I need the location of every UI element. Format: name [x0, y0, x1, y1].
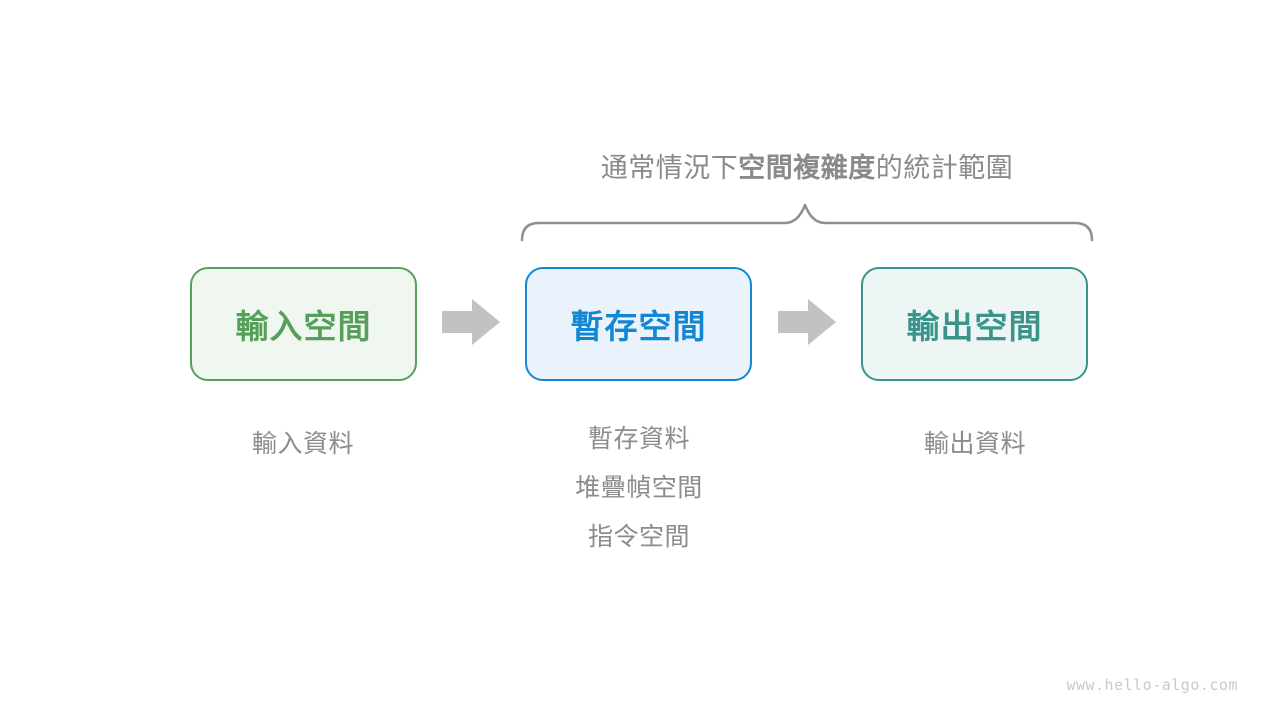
temp-space-label: 暫存空間 [570, 308, 707, 345]
site-watermark: www.hello-algo.com [1066, 676, 1238, 694]
temp-space-box: 暫存空間 [525, 267, 752, 381]
scope-brace [520, 203, 1094, 242]
input-data-label: 輸入資料 [251, 430, 354, 458]
title-keyword: 空間複雜度 [738, 153, 876, 183]
scope-brace-path [520, 203, 1094, 242]
output-space-items: 輸出資料 [865, 424, 1085, 460]
right-arrow-shape [442, 299, 500, 345]
temp-space-items: 暫存資料 堆疊幀空間 指令空間 [529, 424, 749, 571]
temp-data-label: 暫存資料 [587, 425, 690, 453]
input-space-label: 輸入空間 [235, 308, 372, 345]
title-suffix: 的統計範圍 [875, 153, 1014, 183]
output-space-label: 輸出空間 [906, 308, 1043, 345]
title-prefix: 通常情況下 [600, 153, 739, 183]
input-space-items: 輸入資料 [193, 424, 413, 460]
right-arrow-icon [442, 299, 500, 345]
output-space-box: 輸出空間 [861, 267, 1088, 381]
output-data-label: 輸出資料 [923, 430, 1026, 458]
right-arrow-icon [778, 299, 836, 345]
stack-frame-space-label: 堆疊幀空間 [575, 474, 703, 502]
input-space-box: 輸入空間 [190, 267, 417, 381]
diagram-title: 通常情況下空間複雜度的統計範圍 [517, 146, 1097, 185]
instruction-space-label: 指令空間 [587, 523, 690, 551]
right-arrow-shape [778, 299, 836, 345]
